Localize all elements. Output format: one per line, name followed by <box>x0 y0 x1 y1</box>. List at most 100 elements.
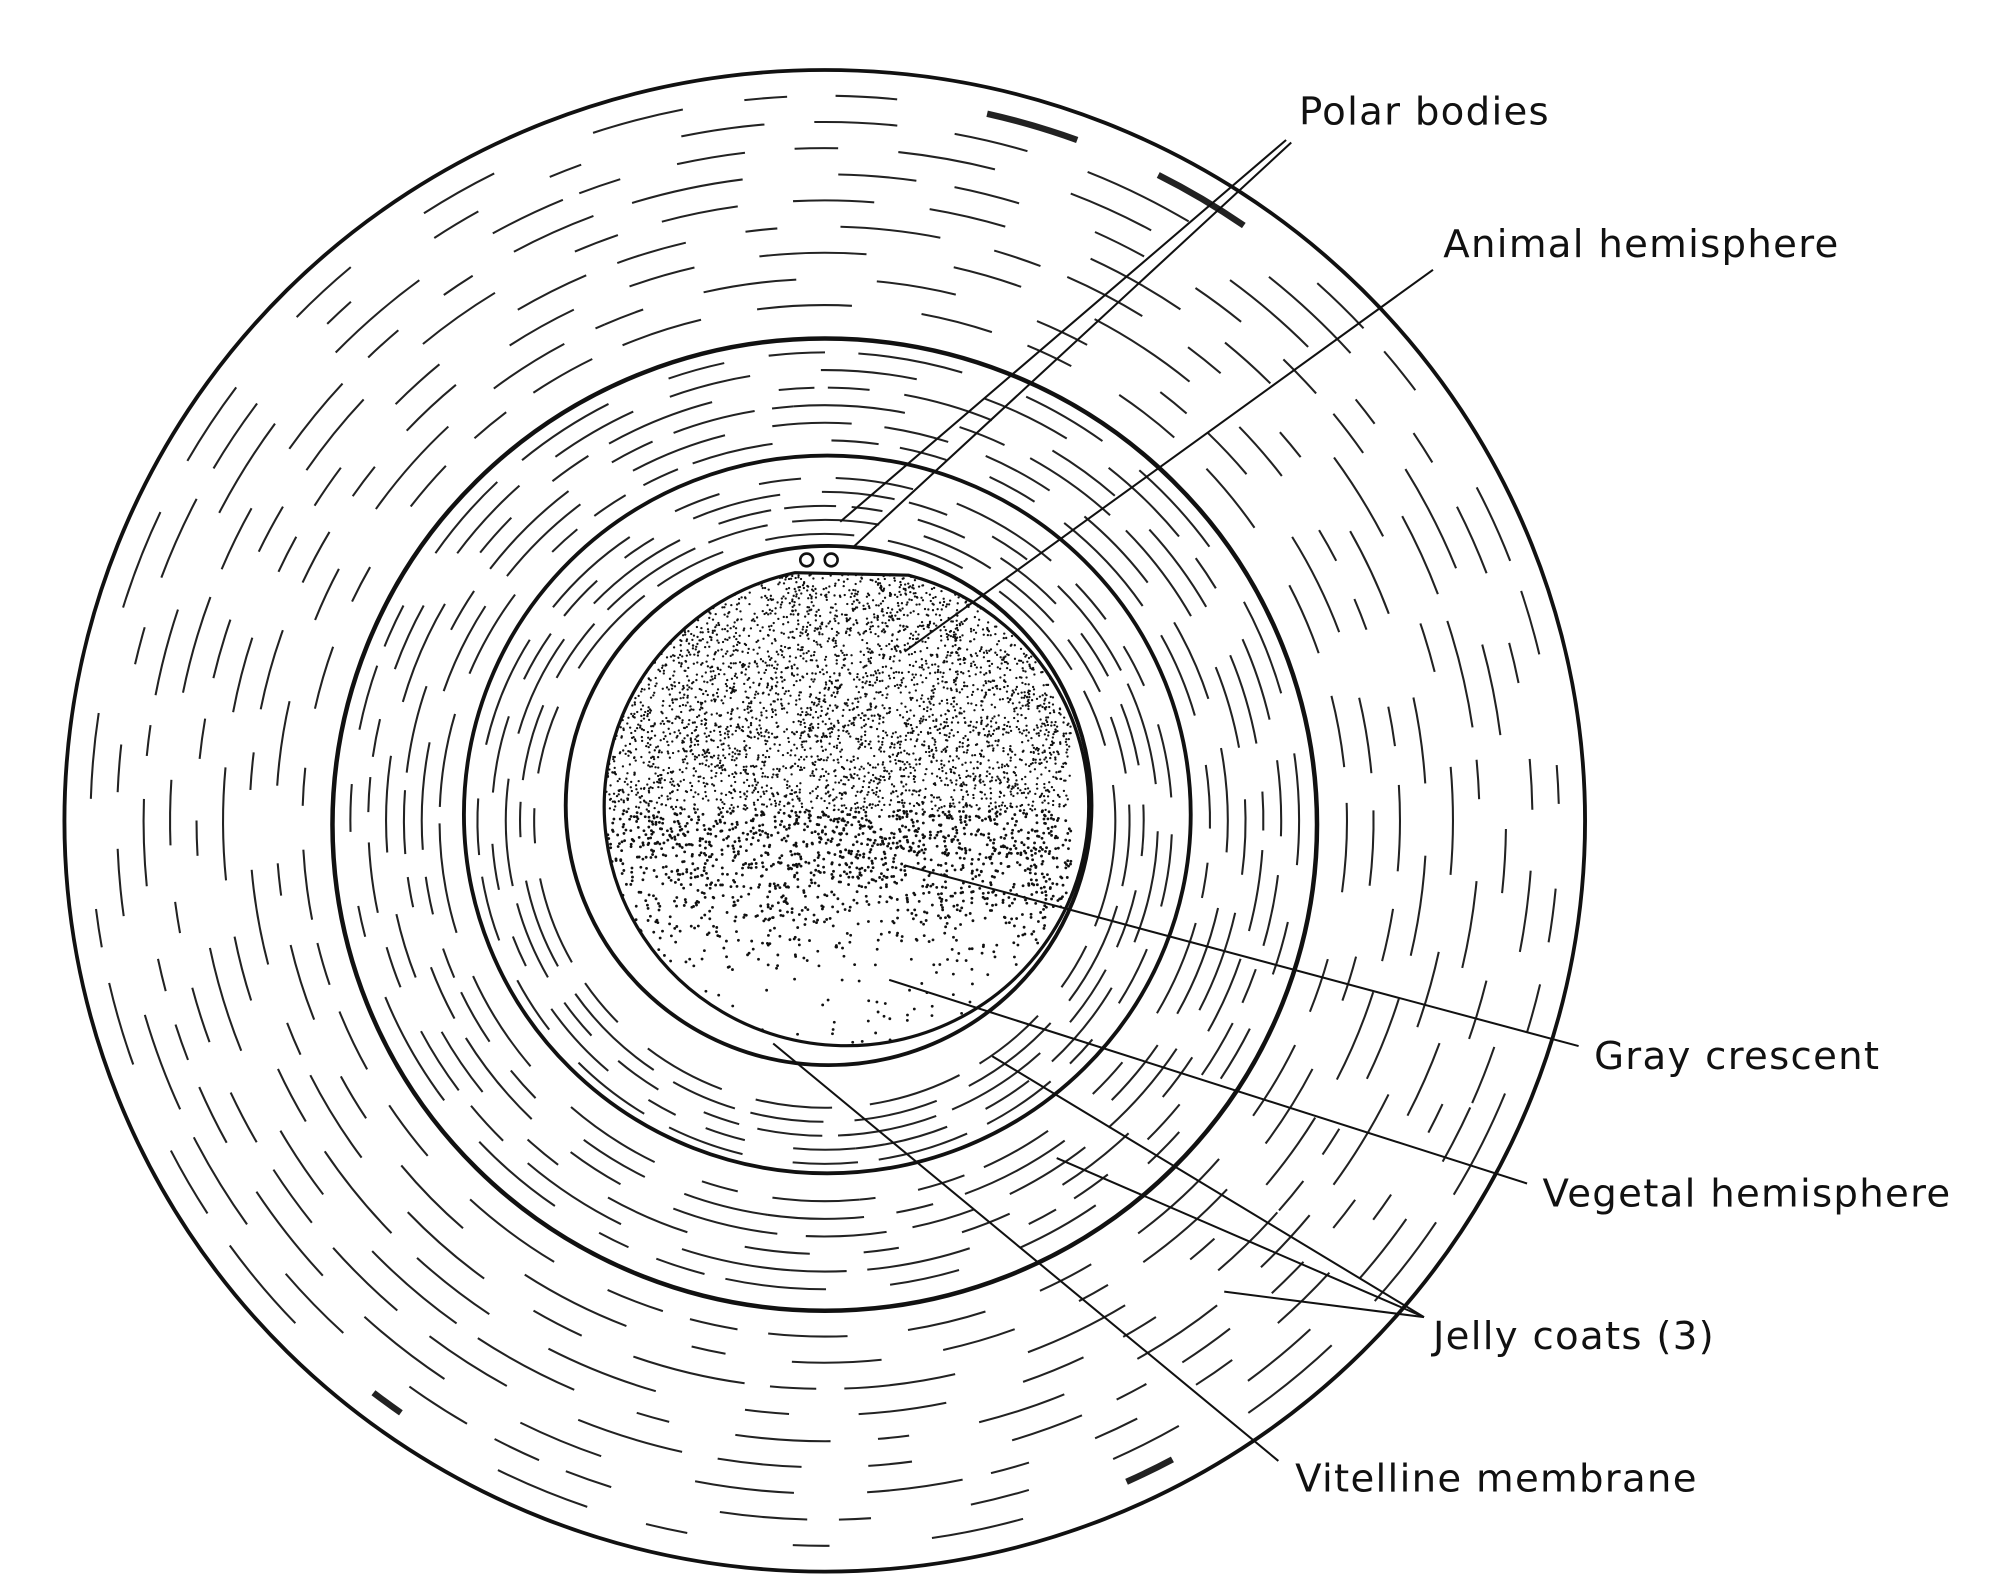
stipple-dot <box>649 977 653 981</box>
striation-arc <box>186 386 238 462</box>
stipple-dot <box>890 770 893 773</box>
striation-arc <box>607 1196 688 1234</box>
stipple-dot <box>1032 668 1035 671</box>
stipple-dot <box>647 764 650 767</box>
stipple-dot <box>737 753 740 756</box>
stipple-dot <box>642 829 646 833</box>
stipple-dot <box>1050 813 1053 817</box>
stipple-dot <box>1016 783 1019 786</box>
stipple-dot <box>1041 722 1044 725</box>
stipple-dot <box>1005 846 1009 850</box>
stipple-dot <box>788 802 791 805</box>
stipple-dot <box>706 654 709 657</box>
stipple-dot <box>829 735 832 738</box>
stipple-dot <box>656 756 660 759</box>
stipple-dot <box>889 655 892 659</box>
stipple-dot <box>981 891 985 895</box>
stipple-dot <box>635 727 639 730</box>
stipple-dot <box>698 844 702 847</box>
stipple-dot <box>982 684 985 687</box>
stipple-dot <box>602 626 604 628</box>
stipple-dot <box>629 845 633 849</box>
stipple-dot <box>683 631 687 634</box>
stipple-dot <box>804 906 807 909</box>
stipple-dot <box>890 639 894 643</box>
stipple-dot <box>974 875 978 878</box>
stipple-dot <box>875 678 879 682</box>
stipple-dot <box>1034 1020 1038 1024</box>
stipple-dot <box>1039 580 1043 583</box>
stipple-dot <box>743 708 746 711</box>
stipple-dot <box>802 840 806 844</box>
stipple-dot <box>954 683 957 686</box>
stipple-dot <box>911 824 915 828</box>
stipple-dot <box>940 1031 944 1035</box>
stipple-dot <box>594 902 597 905</box>
stipple-dot <box>791 598 794 601</box>
stipple-dot <box>897 740 900 743</box>
stipple-dot <box>662 722 666 725</box>
stipple-dot <box>864 885 868 889</box>
stipple-dot <box>781 686 785 690</box>
stipple-dot <box>769 594 773 597</box>
stipple-dot <box>990 725 993 728</box>
stipple-dot <box>650 829 653 833</box>
striation-arc <box>837 1114 937 1137</box>
striation-arc <box>1194 287 1242 323</box>
striation-arc <box>1219 1028 1251 1080</box>
striation-arc <box>1200 862 1209 899</box>
stipple-dot <box>723 695 727 698</box>
stipple-dot <box>992 582 996 586</box>
stipple-dot <box>691 862 695 866</box>
stipple-dot <box>834 602 837 606</box>
stipple-dot <box>666 614 669 617</box>
stipple-dot <box>869 656 873 660</box>
stipple-dot <box>715 771 718 775</box>
stipple-dot <box>1005 724 1009 728</box>
stipple-dot <box>1059 584 1063 587</box>
stipple-dot <box>807 861 811 865</box>
stipple-dot <box>846 820 850 824</box>
stipple-dot <box>1027 693 1031 696</box>
striation-arc <box>409 465 447 508</box>
striation-arc <box>669 375 751 398</box>
stipple-dot <box>712 924 715 928</box>
stipple-dot <box>772 621 775 625</box>
stipple-dot <box>794 609 797 612</box>
stipple-dot <box>860 866 864 870</box>
stipple-dot <box>668 677 672 681</box>
stipple-dot <box>900 570 902 572</box>
stipple-dot <box>1063 630 1067 633</box>
stipple-dot <box>864 739 867 743</box>
stipple-dot <box>679 617 683 620</box>
stipple-dot <box>715 930 718 934</box>
stipple-dot <box>601 642 603 644</box>
striation-arc <box>192 1136 248 1225</box>
stipple-dot <box>1020 691 1023 694</box>
stipple-dot <box>776 735 779 739</box>
stipple-dot <box>1024 1002 1028 1005</box>
stipple-dot <box>1064 866 1068 870</box>
stipple-dot <box>646 709 650 713</box>
stipple-dot <box>814 760 817 764</box>
stipple-dot <box>956 730 960 734</box>
stipple-dot <box>796 619 800 622</box>
stipple-dot <box>790 792 794 796</box>
stipple-dot <box>730 803 733 807</box>
stipple-dot <box>1067 632 1070 635</box>
stipple-dot <box>746 707 749 710</box>
stipple-dot <box>747 665 750 668</box>
stipple-dot <box>684 633 687 636</box>
stipple-dot <box>832 869 835 873</box>
stipple-dot <box>590 888 593 891</box>
stipple-dot <box>863 630 866 633</box>
stipple-dot <box>742 781 746 784</box>
stipple-dot <box>1056 846 1060 850</box>
stipple-dot <box>750 701 753 705</box>
stipple-dot <box>764 831 768 835</box>
stipple-dot <box>909 809 913 813</box>
stipple-dot <box>799 654 802 658</box>
stipple-dot <box>943 931 947 935</box>
stipple-dot <box>1035 732 1038 735</box>
stipple-dot <box>771 776 774 779</box>
